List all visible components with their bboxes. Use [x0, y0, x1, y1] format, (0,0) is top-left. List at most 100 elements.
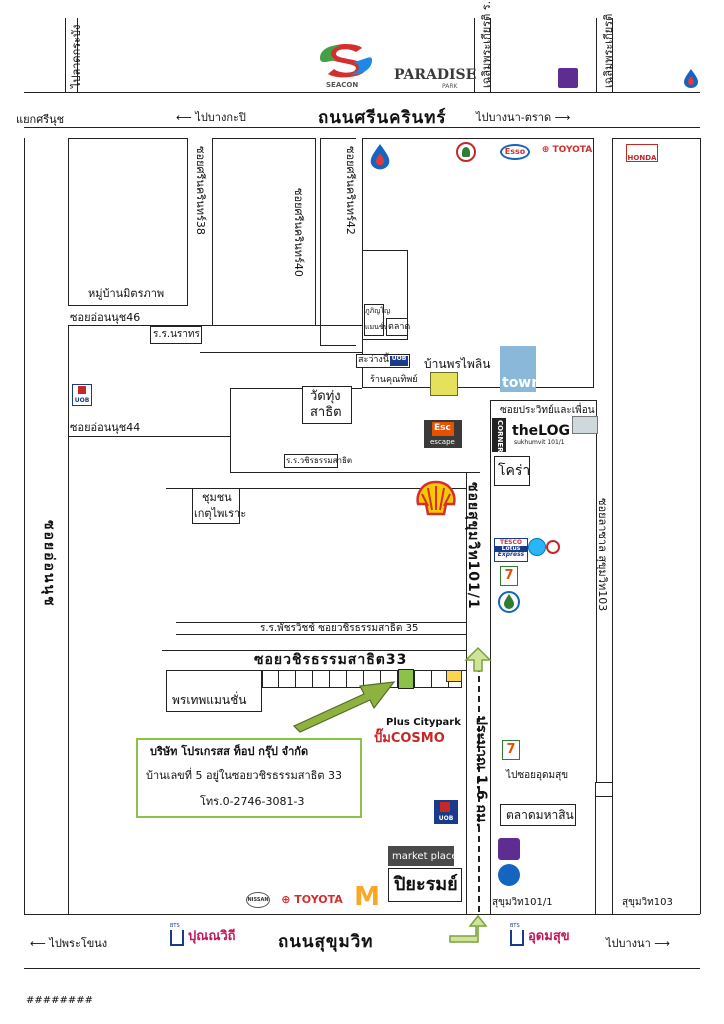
- talad-mahasin-box: [500, 804, 576, 826]
- baan-phraiphin-label: บ้านพรไพลิน: [424, 357, 491, 371]
- onnut46-label: ซอยอ่อนนุช46: [70, 311, 141, 324]
- soi101-1-label: ซอยสุขุมวิท101/1: [465, 482, 481, 610]
- nissan-logo: NISSAN: [246, 892, 270, 908]
- the-town-label: town: [502, 375, 542, 391]
- ket-phairao-label: เกตุไพเราะ: [194, 507, 247, 520]
- piyarom-label: ปิยะรมย์: [394, 874, 458, 895]
- footer-code: ########: [26, 995, 94, 1006]
- krungthai-logo-icon: [528, 538, 546, 556]
- onnut44-riser: [230, 388, 231, 472]
- company-address: บ้านเลขที่ 5 อยู่ในซอยวชิรธรรมสาธิต 33: [146, 769, 342, 782]
- phrathep-mansion-block: [166, 670, 262, 712]
- to-phrakhanong-label: ⟵ ไปพระโขนง: [30, 937, 108, 950]
- seven-eleven-logo-2: 7: [502, 740, 520, 760]
- the-town-logo: [500, 346, 536, 392]
- route-arrow-up-icon: [464, 646, 492, 672]
- company-info-box: [136, 738, 362, 818]
- sukhumvit103-label: สุขุมวิท103: [622, 897, 673, 908]
- bangchak-inner-icon: [462, 147, 470, 157]
- vachira35-bottom: [176, 634, 466, 635]
- srinakarin38-label: ซอยศรีนครินทร์38: [194, 146, 207, 235]
- srinakarin40-label: ซอยศรีนครินทร์40: [292, 188, 305, 277]
- piyarom-box: [388, 868, 462, 902]
- bts-punnawithi-badge: BTS: [170, 923, 180, 929]
- korat-label: โคร่า: [498, 463, 531, 479]
- paradise-label: PARADISE: [394, 67, 477, 83]
- the-log-label: theLOG: [512, 423, 570, 439]
- uob-small-icon: UOB: [390, 356, 408, 366]
- seven-eleven-logo-1: 7: [500, 566, 518, 586]
- route-arrow-turn-icon: [449, 914, 488, 943]
- block-srinakarin40: [212, 138, 316, 326]
- soi-phatthanakan-label: เฉลิมพระเกียรติ: [602, 13, 615, 88]
- phupi-mansion-box: [364, 304, 384, 336]
- toyota-logo-bottom: ⊕ TOYOTA: [281, 893, 343, 906]
- block-mittraphap: [68, 138, 188, 306]
- tesco-lotus-logo: TESCO Lotus Express: [494, 538, 528, 562]
- talad-mahasin-label: ตลาดมหาสิน: [506, 808, 574, 822]
- srinut-junction-label: แยกศรีนุช: [16, 113, 65, 126]
- vachira35-top: [176, 622, 466, 623]
- chumchon-box: [192, 488, 240, 524]
- ptt-green-logo-icon: [498, 591, 520, 613]
- soi-onnut-label: ซอยอ่อนนุช: [41, 520, 57, 608]
- block-right-edge: [596, 400, 597, 782]
- soi-onnut-right: [68, 325, 69, 914]
- bts-punnawithi-icon: [170, 930, 184, 946]
- vachira33-top: [162, 650, 466, 651]
- bangchak-small-icon: [546, 540, 560, 554]
- vachira33-label: ซอยวชิรธรรมสาธิต33: [254, 652, 408, 668]
- onnut46-top: [68, 325, 362, 326]
- to-bangkapi-label: ⟵ ไปบางกะปิ: [176, 111, 246, 124]
- company-building[interactable]: [398, 669, 414, 689]
- sathit-label: สาธิต: [310, 405, 342, 420]
- plus-citypark-label: Plus Citypark: [386, 717, 461, 728]
- udomsuk-soi-label: ไปซอยอุดมสุข: [506, 770, 569, 781]
- scb-logo-top-icon: [558, 68, 578, 88]
- company-pointer-arrow-icon: [292, 681, 396, 733]
- tesco-label: TESCO: [499, 539, 523, 546]
- lotus-label: Lotus: [495, 546, 527, 552]
- mcdonalds-logo: M: [354, 882, 380, 912]
- soi-chaloem9-right: [490, 18, 491, 92]
- school-narathorn: [150, 326, 202, 344]
- soi101-1-left: [466, 472, 467, 914]
- sukhumvit-road-top: [24, 914, 700, 915]
- raan-khunthip-label: ร้านคุณทิพย์: [370, 375, 418, 385]
- bts-punnawithi-label: ปุณณวิถี: [188, 929, 236, 944]
- paradise-park-label: PARK: [442, 83, 458, 90]
- school-vachira-label: ร.ร.วชิรธรรมสาธิต: [286, 456, 353, 465]
- uob-logo-left: UOB: [72, 384, 92, 406]
- uob-bottom-mark-icon: [440, 802, 450, 812]
- company-name: บริษัท โปรเกรสส ท็อป กรุ๊ป จำกัด: [150, 745, 309, 758]
- to-bangna-label: ไปบางนา ⟶: [606, 937, 671, 950]
- onnut44-top: [68, 436, 230, 437]
- soi-phatthanakan-left: [596, 18, 597, 92]
- sawang-nee-label: สะว่างนี้: [358, 355, 389, 365]
- bts-udomsuk-icon: [510, 930, 524, 946]
- distance-label: ประมาณ 1.6 กม.: [473, 716, 489, 828]
- toyota-logo-top: ⊕ TOYOTA: [541, 145, 593, 155]
- srinakarin-road-bottom: [24, 127, 700, 128]
- bangkok-bank-logo-icon: [498, 864, 520, 886]
- school-vachira: [284, 454, 338, 468]
- srinakarin42-label: ซอยศรีนครินทร์42: [344, 146, 357, 235]
- soi-lasalle-right: [700, 138, 701, 914]
- seacon-label: SEACON: [326, 81, 359, 89]
- honda-logo: HONDA: [626, 144, 658, 162]
- korat-box: [494, 456, 530, 486]
- bts-udomsuk-badge: BTS: [510, 923, 520, 929]
- wat-thung-sathit: [302, 386, 352, 424]
- the-corner-label: CORNER: [496, 420, 504, 453]
- soi101-1-top: [490, 400, 596, 401]
- cosmo-small-icon: [446, 670, 462, 682]
- chumchon-label: ชุมชน: [202, 491, 232, 504]
- to-bangna-trat-label: ไปบางนา-ตราด ⟶: [476, 111, 571, 124]
- soi-lat-krabang-label: ไปลาดกระบัง: [70, 24, 83, 88]
- market-small-box: [386, 318, 408, 336]
- soi-lasalle-left: [612, 138, 613, 914]
- soi101-1-right: [490, 400, 491, 914]
- srinakarin-road-top: [24, 92, 700, 93]
- scb-logo-bottom-icon: [498, 838, 520, 860]
- express-label: Express: [497, 551, 525, 558]
